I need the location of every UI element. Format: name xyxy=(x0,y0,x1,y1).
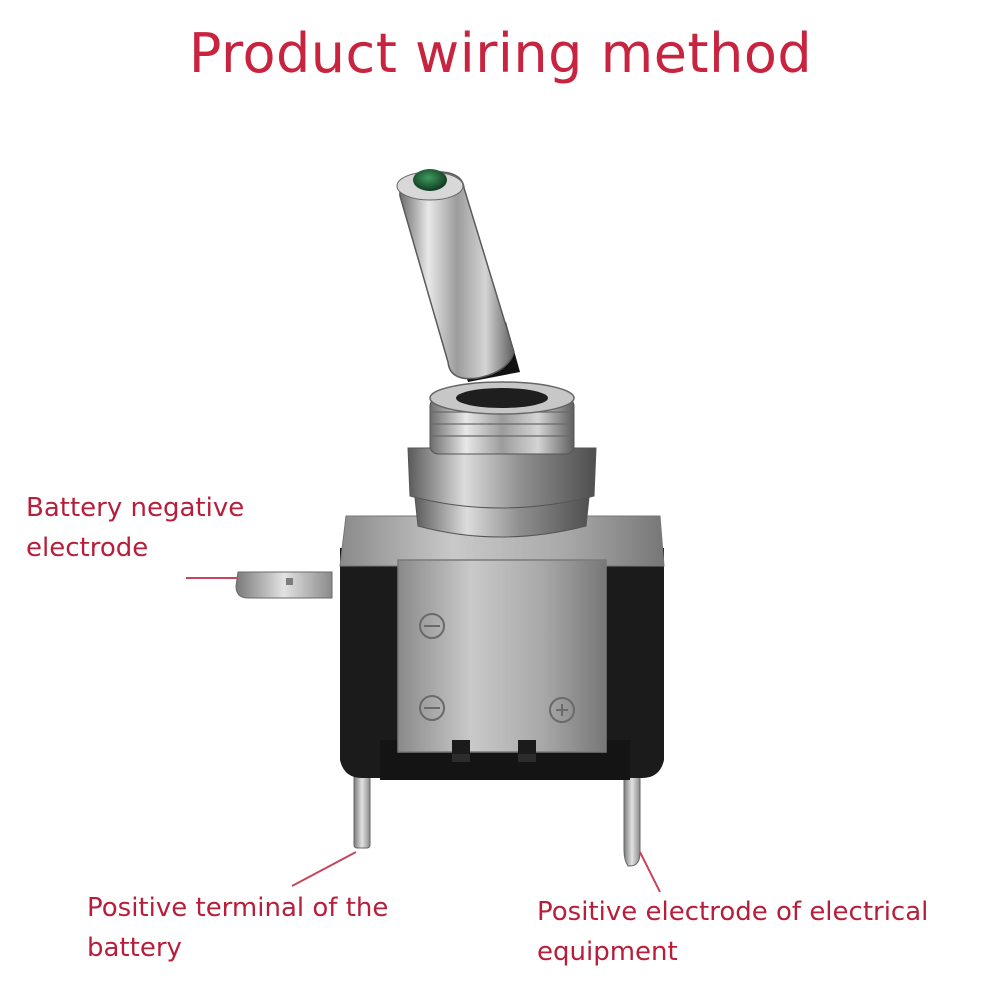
leader-battery-positive xyxy=(291,851,357,887)
bottom-left-pin xyxy=(353,769,371,849)
leader-equipment-positive xyxy=(639,851,661,893)
leader-lines xyxy=(186,577,661,893)
indicator-led xyxy=(413,169,447,191)
side-spade-terminal xyxy=(235,571,333,599)
diagram-title: Product wiring method xyxy=(188,22,813,85)
threaded-bushing xyxy=(407,381,597,538)
label-battery-positive-terminal: Positive terminal of the battery xyxy=(87,893,389,963)
toggle-lever xyxy=(396,171,520,382)
bottom-right-pin xyxy=(623,769,641,867)
label-battery-negative-electrode: Battery negative electrode xyxy=(26,493,245,563)
label-equipment-positive-electrode: Positive electrode of electrical equipme… xyxy=(537,897,929,967)
switch-housing xyxy=(340,548,664,780)
terminal-symbols xyxy=(419,613,575,723)
metal-top-plate xyxy=(339,515,665,754)
